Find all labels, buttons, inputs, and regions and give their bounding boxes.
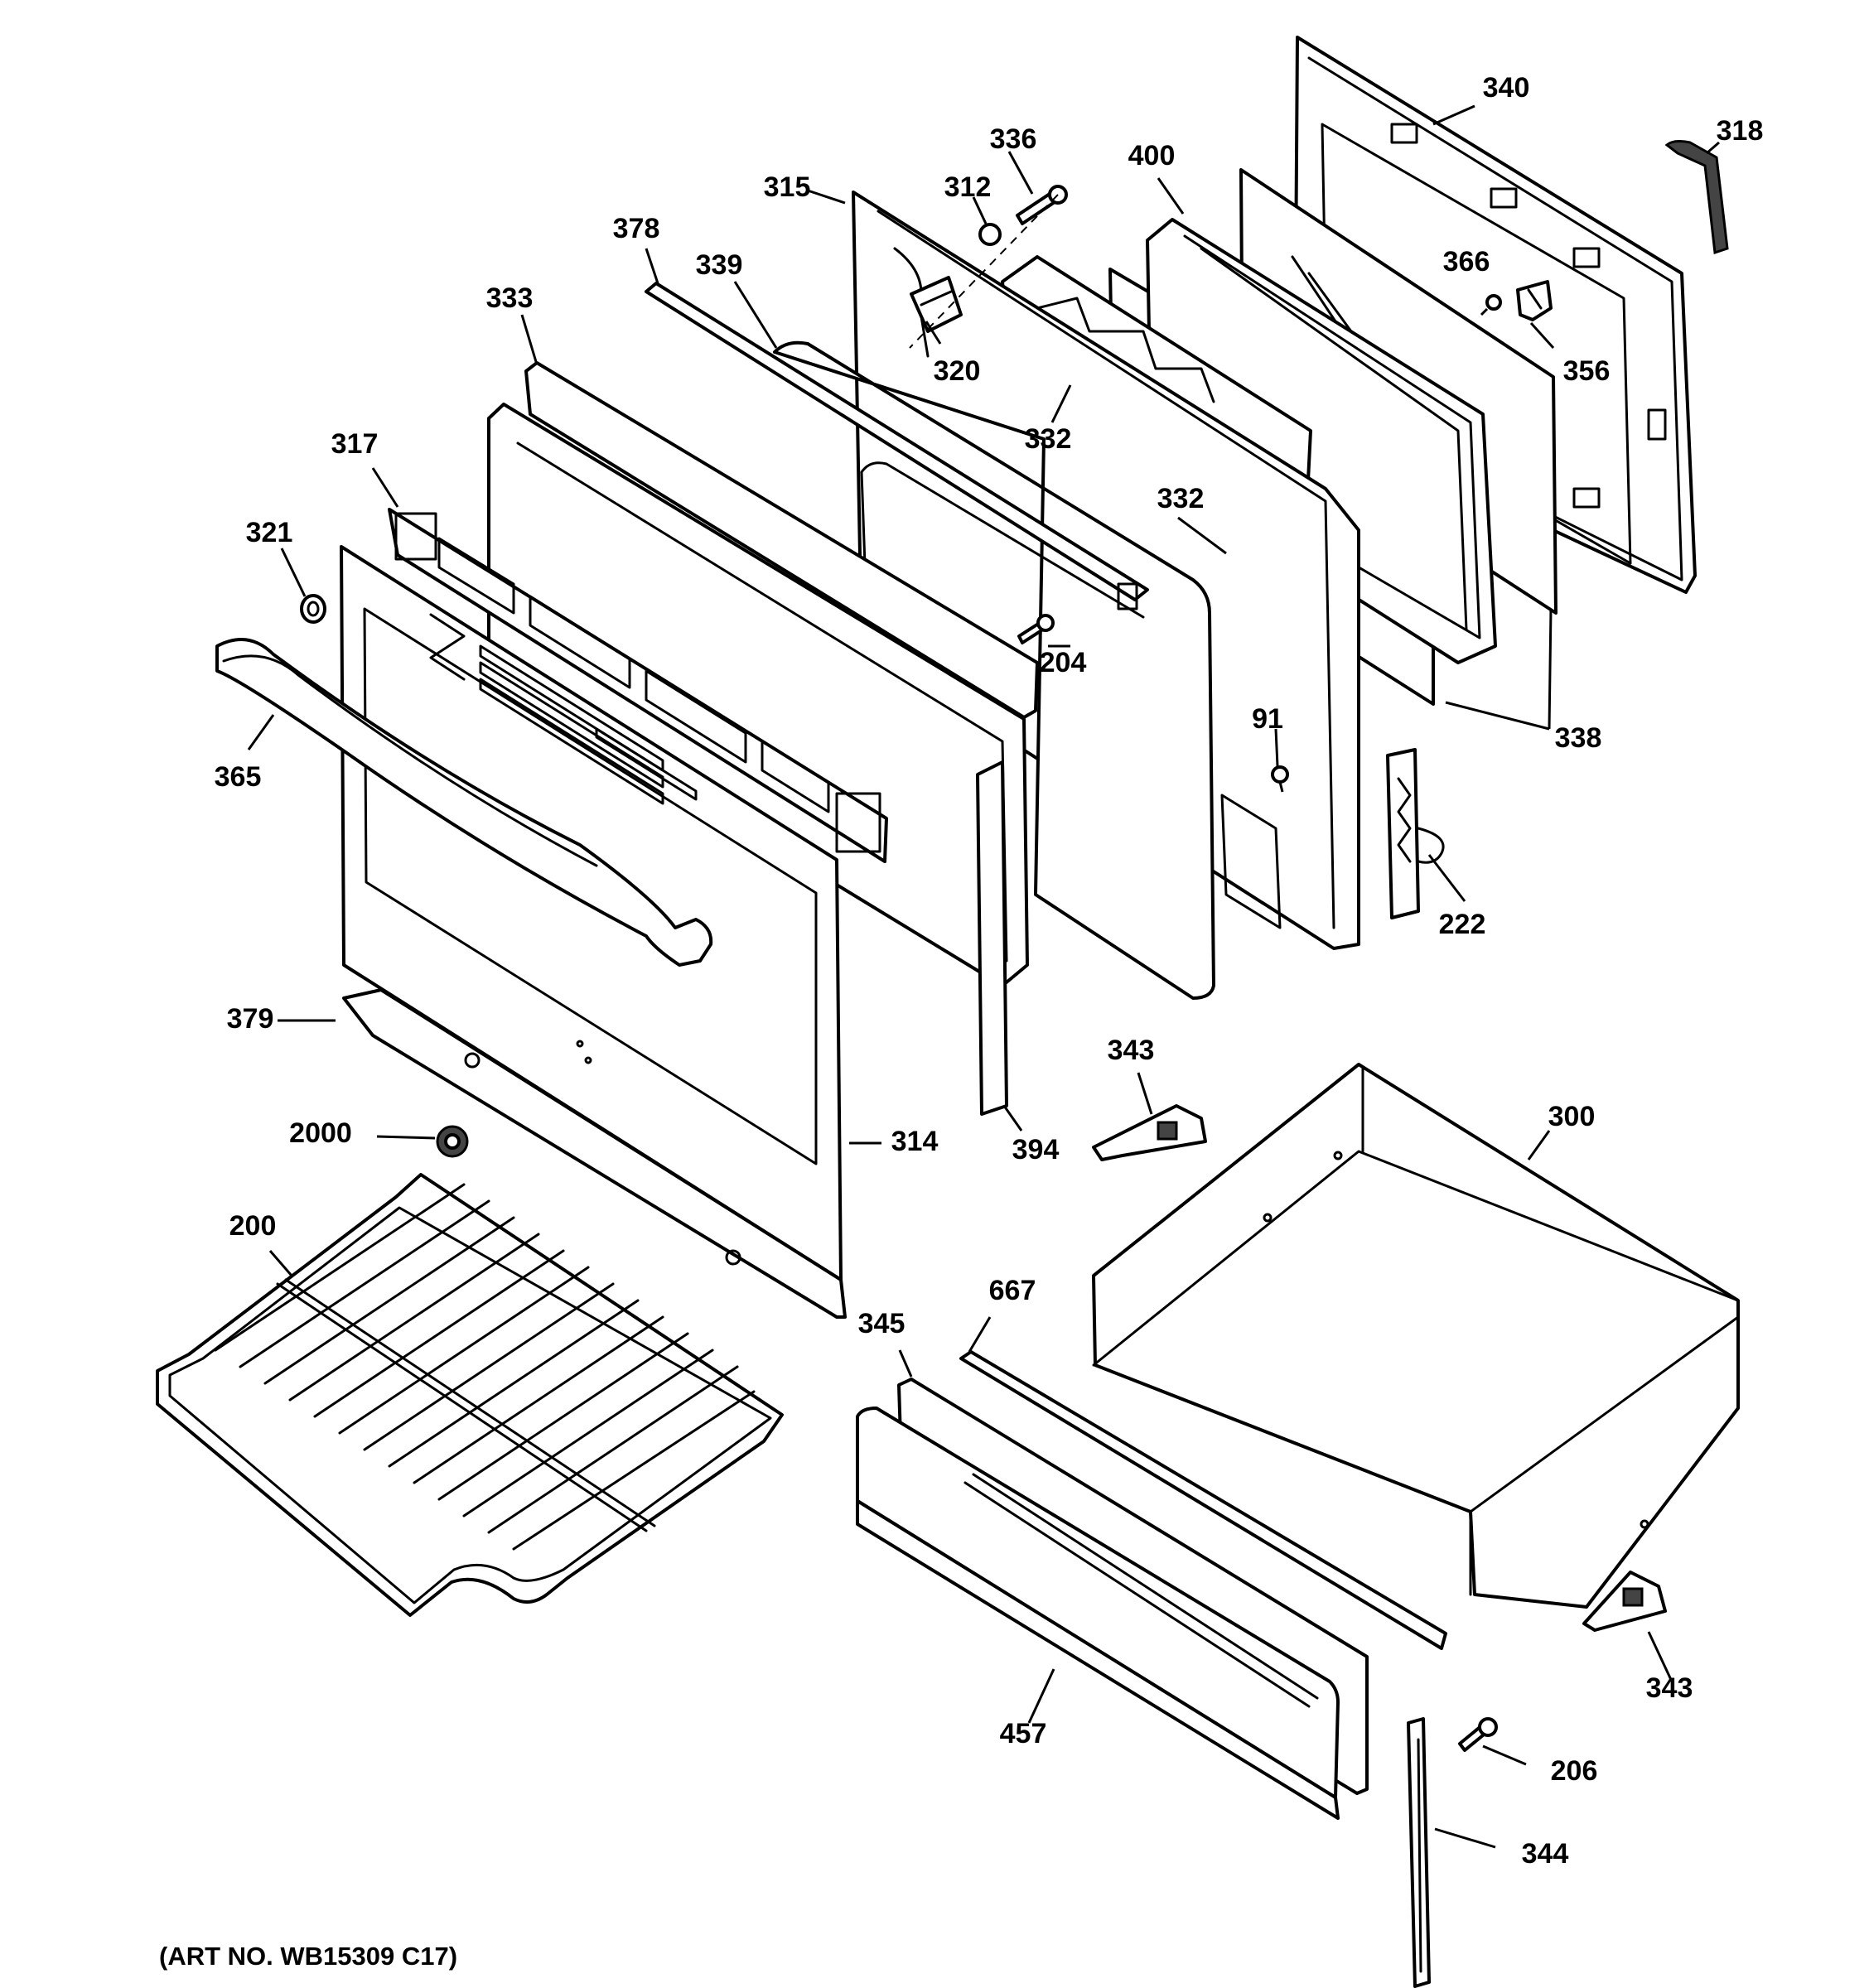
art-number: (ART NO. WB15309 C17) [159,1942,457,1971]
callout-321: 321 [246,517,293,548]
part-343-drawer-slide-upper [1092,1104,1207,1161]
part-314-outer-door-panel [340,545,843,1281]
callout-394: 394 [1012,1134,1060,1165]
part-317-vent-panel [388,508,888,863]
callout-labels: 340 318 336 400 315 312 366 378 339 356 … [215,72,1764,1870]
callout-344: 344 [1522,1838,1569,1870]
callout-340: 340 [1483,72,1530,104]
callout-356: 356 [1563,355,1611,387]
part-320-hinge [910,276,963,333]
callout-318: 318 [1717,115,1764,147]
part-667-drawer-seal [959,1350,1447,1650]
callout-206: 206 [1551,1755,1598,1787]
part-366-screw [1480,294,1502,316]
part-365-door-handle [215,638,713,967]
part-336-screw [1016,185,1068,225]
callout-332-b: 332 [1157,483,1205,514]
callout-200: 200 [229,1210,277,1242]
callout-leaders [247,104,1720,1849]
part-356-hinge-bracket [1516,280,1553,321]
part-321-door-bumper [300,594,326,624]
part-206-screw [1458,1717,1498,1752]
callout-317: 317 [331,428,379,460]
callout-338: 338 [1555,722,1602,754]
part-312-nut [978,223,1002,246]
callout-365: 365 [215,761,262,793]
callout-332-a: 332 [1025,423,1072,455]
part-200-oven-rack [156,1173,784,1617]
callout-379: 379 [227,1003,274,1035]
assembly-line-336 [909,194,1059,349]
part-394-side-trim [976,760,1008,1116]
callout-300: 300 [1548,1101,1596,1132]
callout-315: 315 [764,171,811,203]
part-333-door-liner [487,361,1039,987]
callout-2000: 2000 [289,1117,352,1149]
callout-333: 333 [486,282,534,314]
part-343-drawer-slide-lower [1582,1571,1667,1632]
callout-312: 312 [944,171,992,203]
callout-343-b: 343 [1646,1672,1693,1704]
part-378-vent-strip [645,282,1149,610]
callout-343-a: 343 [1108,1035,1155,1066]
part-300-storage-drawer [1092,1063,1740,1609]
part-222-door-hinge [1386,748,1445,919]
callout-457: 457 [1000,1718,1047,1749]
callout-378: 378 [613,213,660,244]
part-91-screw [1271,765,1289,793]
callout-339: 339 [696,249,743,281]
callout-204: 204 [1040,647,1087,678]
callout-366: 366 [1443,246,1490,277]
callout-91: 91 [1252,703,1283,735]
part-339-inner-door-panel [773,340,1215,1000]
part-344-drawer-rail [1407,1717,1431,1988]
part-457-drawer-front [856,1407,1340,1820]
part-318-door-gasket [1664,140,1729,255]
callout-336: 336 [990,123,1037,155]
callout-314: 314 [891,1126,939,1157]
callout-345: 345 [858,1308,906,1339]
part-204-screw [1017,614,1055,644]
part-2000-grommet [436,1125,469,1158]
callout-667: 667 [989,1275,1036,1306]
callout-400: 400 [1128,140,1176,171]
callout-320: 320 [934,355,981,387]
callout-222: 222 [1439,909,1486,940]
part-379-bottom-trim [342,988,847,1319]
